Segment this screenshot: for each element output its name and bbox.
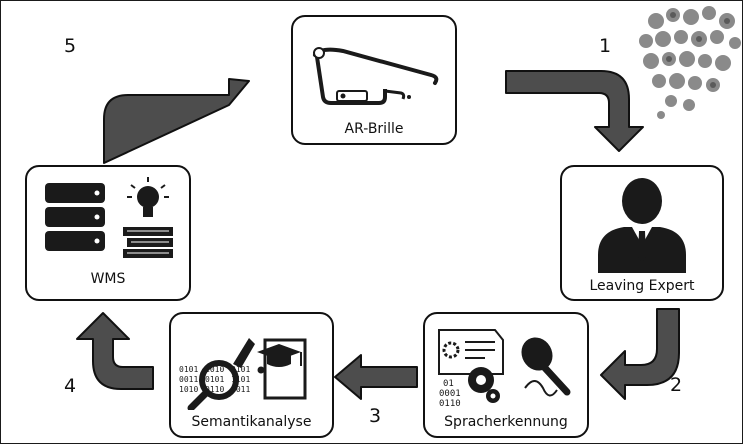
node-label-leaving-expert: Leaving Expert <box>589 278 695 294</box>
step-number-5: 5 <box>64 35 77 57</box>
node-label-semantikanalyse: Semantikanalyse <box>191 414 312 430</box>
node-label-spracherkennung: Spracherkennung <box>444 414 568 430</box>
step-number-2: 2 <box>670 374 683 396</box>
server-stack-icon <box>45 177 173 258</box>
ar-glasses-icon <box>313 47 439 105</box>
arrow-step-2 <box>600 308 680 400</box>
svg-text:0011: 0011 <box>231 385 250 394</box>
svg-text:1010: 1010 <box>179 385 198 394</box>
node-wms: WMS <box>25 165 191 301</box>
expert-person-icon <box>598 178 686 273</box>
node-label-ar-brille: AR-Brille <box>344 121 404 137</box>
svg-text:0110: 0110 <box>439 399 461 409</box>
svg-text:0101: 0101 <box>231 365 250 374</box>
arrow-step-1 <box>505 70 644 152</box>
svg-text:1101: 1101 <box>231 375 250 384</box>
step-number-1: 1 <box>599 35 612 57</box>
svg-text:01: 01 <box>443 379 454 389</box>
svg-text:0001: 0001 <box>439 389 461 399</box>
knowledge-books-icon <box>123 227 173 258</box>
svg-text:0110: 0110 <box>205 385 224 394</box>
svg-text:1010: 1010 <box>205 365 224 374</box>
node-leaving-expert: Leaving Expert <box>560 165 724 301</box>
svg-text:0011: 0011 <box>179 375 198 384</box>
step-number-4: 4 <box>64 375 77 397</box>
node-label-wms: WMS <box>90 271 126 287</box>
arrow-step-3 <box>334 354 418 400</box>
speech-recognition-icon: 01 0001 0110 <box>438 329 571 409</box>
node-spracherkennung: 01 0001 0110 Spracherkennung <box>423 312 589 438</box>
svg-text:0101: 0101 <box>179 365 198 374</box>
arrow-step-4 <box>76 312 154 390</box>
node-ar-brille: AR-Brille <box>291 15 457 145</box>
idea-bulb-icon <box>127 177 169 217</box>
step-number-3: 3 <box>369 405 382 427</box>
arrow-step-5 <box>103 78 250 164</box>
svg-text:0101: 0101 <box>205 375 224 384</box>
